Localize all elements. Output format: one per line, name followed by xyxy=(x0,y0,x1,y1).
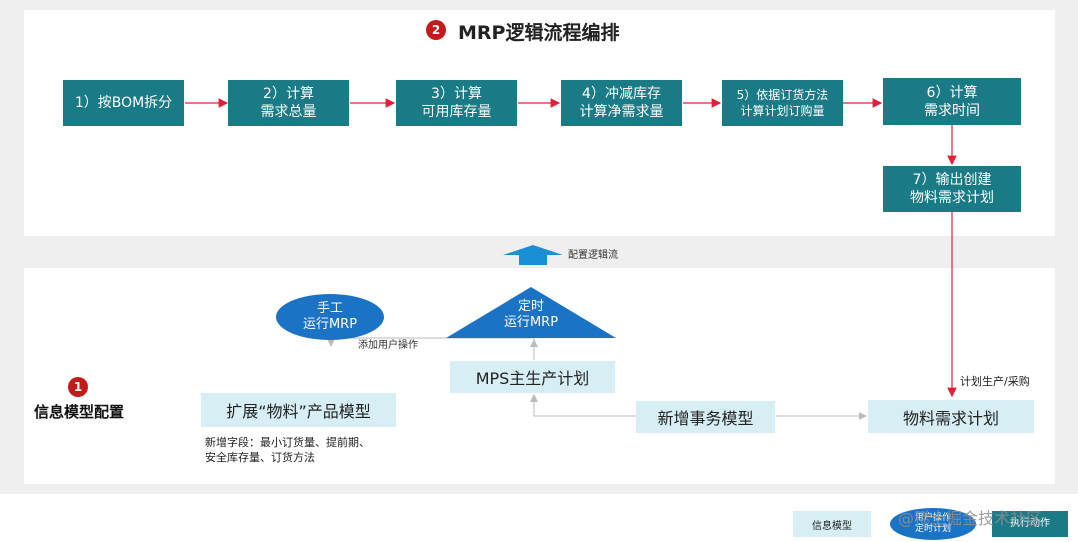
timed-run-line1: 定时 xyxy=(517,299,544,314)
step-7-line2: 物料需求计划 xyxy=(910,190,994,206)
config-flow-label: 配置逻辑流 xyxy=(568,250,618,261)
step-1-label: 1）按BOM拆分 xyxy=(74,95,173,111)
step-5-order-quantity: 5）依据订货方法 计算计划订购量 xyxy=(722,80,843,126)
new-transaction-model: 新增事务模型 xyxy=(636,401,775,433)
step-6-line1: 6）计算 xyxy=(926,84,978,101)
mps-master-plan: MPS主生产计划 xyxy=(450,361,615,393)
step-1-bom-split: 1）按BOM拆分 xyxy=(63,80,184,126)
step-4-net-demand: 4）冲减库存 计算净需求量 xyxy=(561,80,682,126)
section-2-badge: 2 xyxy=(426,20,446,40)
watermark: @稀土掘金技术社区 xyxy=(898,509,1043,528)
config-flow-arrow-icon xyxy=(503,245,563,265)
mrp-plan: 物料需求计划 xyxy=(868,400,1034,433)
step-6-line2: 需求时间 xyxy=(924,102,980,119)
manual-run-line2: 运行MRP xyxy=(302,317,358,332)
step-4-line2: 计算净需求量 xyxy=(579,104,664,120)
step-2-line1: 2）计算 xyxy=(263,86,314,102)
step-3-line1: 3）计算 xyxy=(431,86,482,102)
section-1-title: 信息模型配置 xyxy=(34,403,125,421)
step-7-line1: 7）输出创建 xyxy=(912,172,992,188)
new-fields-line2: 安全库存量、订货方法 xyxy=(205,451,315,464)
step-5-line2: 计算计划订购量 xyxy=(740,104,825,118)
step-7-output-plan: 7）输出创建 物料需求计划 xyxy=(883,166,1021,212)
manual-run-mrp: 手工 运行MRP xyxy=(276,294,384,340)
step-3-line2: 可用库存量 xyxy=(421,104,492,120)
step-5-line1: 5）依据订货方法 xyxy=(736,88,829,102)
timed-run-label: 定时 运行MRP xyxy=(480,299,582,331)
flow-title: MRP逻辑流程编排 xyxy=(458,22,620,44)
extend-material-model: 扩展“物料”产品模型 xyxy=(201,393,396,427)
step-2-line2: 需求总量 xyxy=(260,104,317,120)
legend-user-operation: 用户操作 定时计划 xyxy=(890,508,976,540)
legend-user-op-line2: 定时计划 xyxy=(914,524,951,534)
arrow-transaction-mps xyxy=(530,394,636,417)
step-6-demand-time: 6）计算 需求时间 xyxy=(883,78,1021,125)
section-1-badge: 1 xyxy=(68,377,88,397)
step-2-total-demand: 2）计算 需求总量 xyxy=(228,80,349,126)
add-user-op-label: 添加用户操作 xyxy=(358,340,418,351)
step-3-available-stock: 3）计算 可用库存量 xyxy=(396,80,517,126)
legend-user-op-line1: 用户操作 xyxy=(914,513,951,523)
plan-production-label: 计划生产/采购 xyxy=(960,375,1030,388)
manual-run-line1: 手工 xyxy=(316,301,343,316)
timed-run-triangle xyxy=(446,287,616,338)
new-fields-line1: 新增字段：最小订货量、提前期、 xyxy=(205,436,370,449)
step-4-line1: 4）冲减库存 xyxy=(582,86,661,102)
legend-exec-action: 执行动作 xyxy=(992,511,1068,537)
timed-run-line2: 运行MRP xyxy=(503,315,559,330)
legend-info-model: 信息模型 xyxy=(793,511,871,537)
